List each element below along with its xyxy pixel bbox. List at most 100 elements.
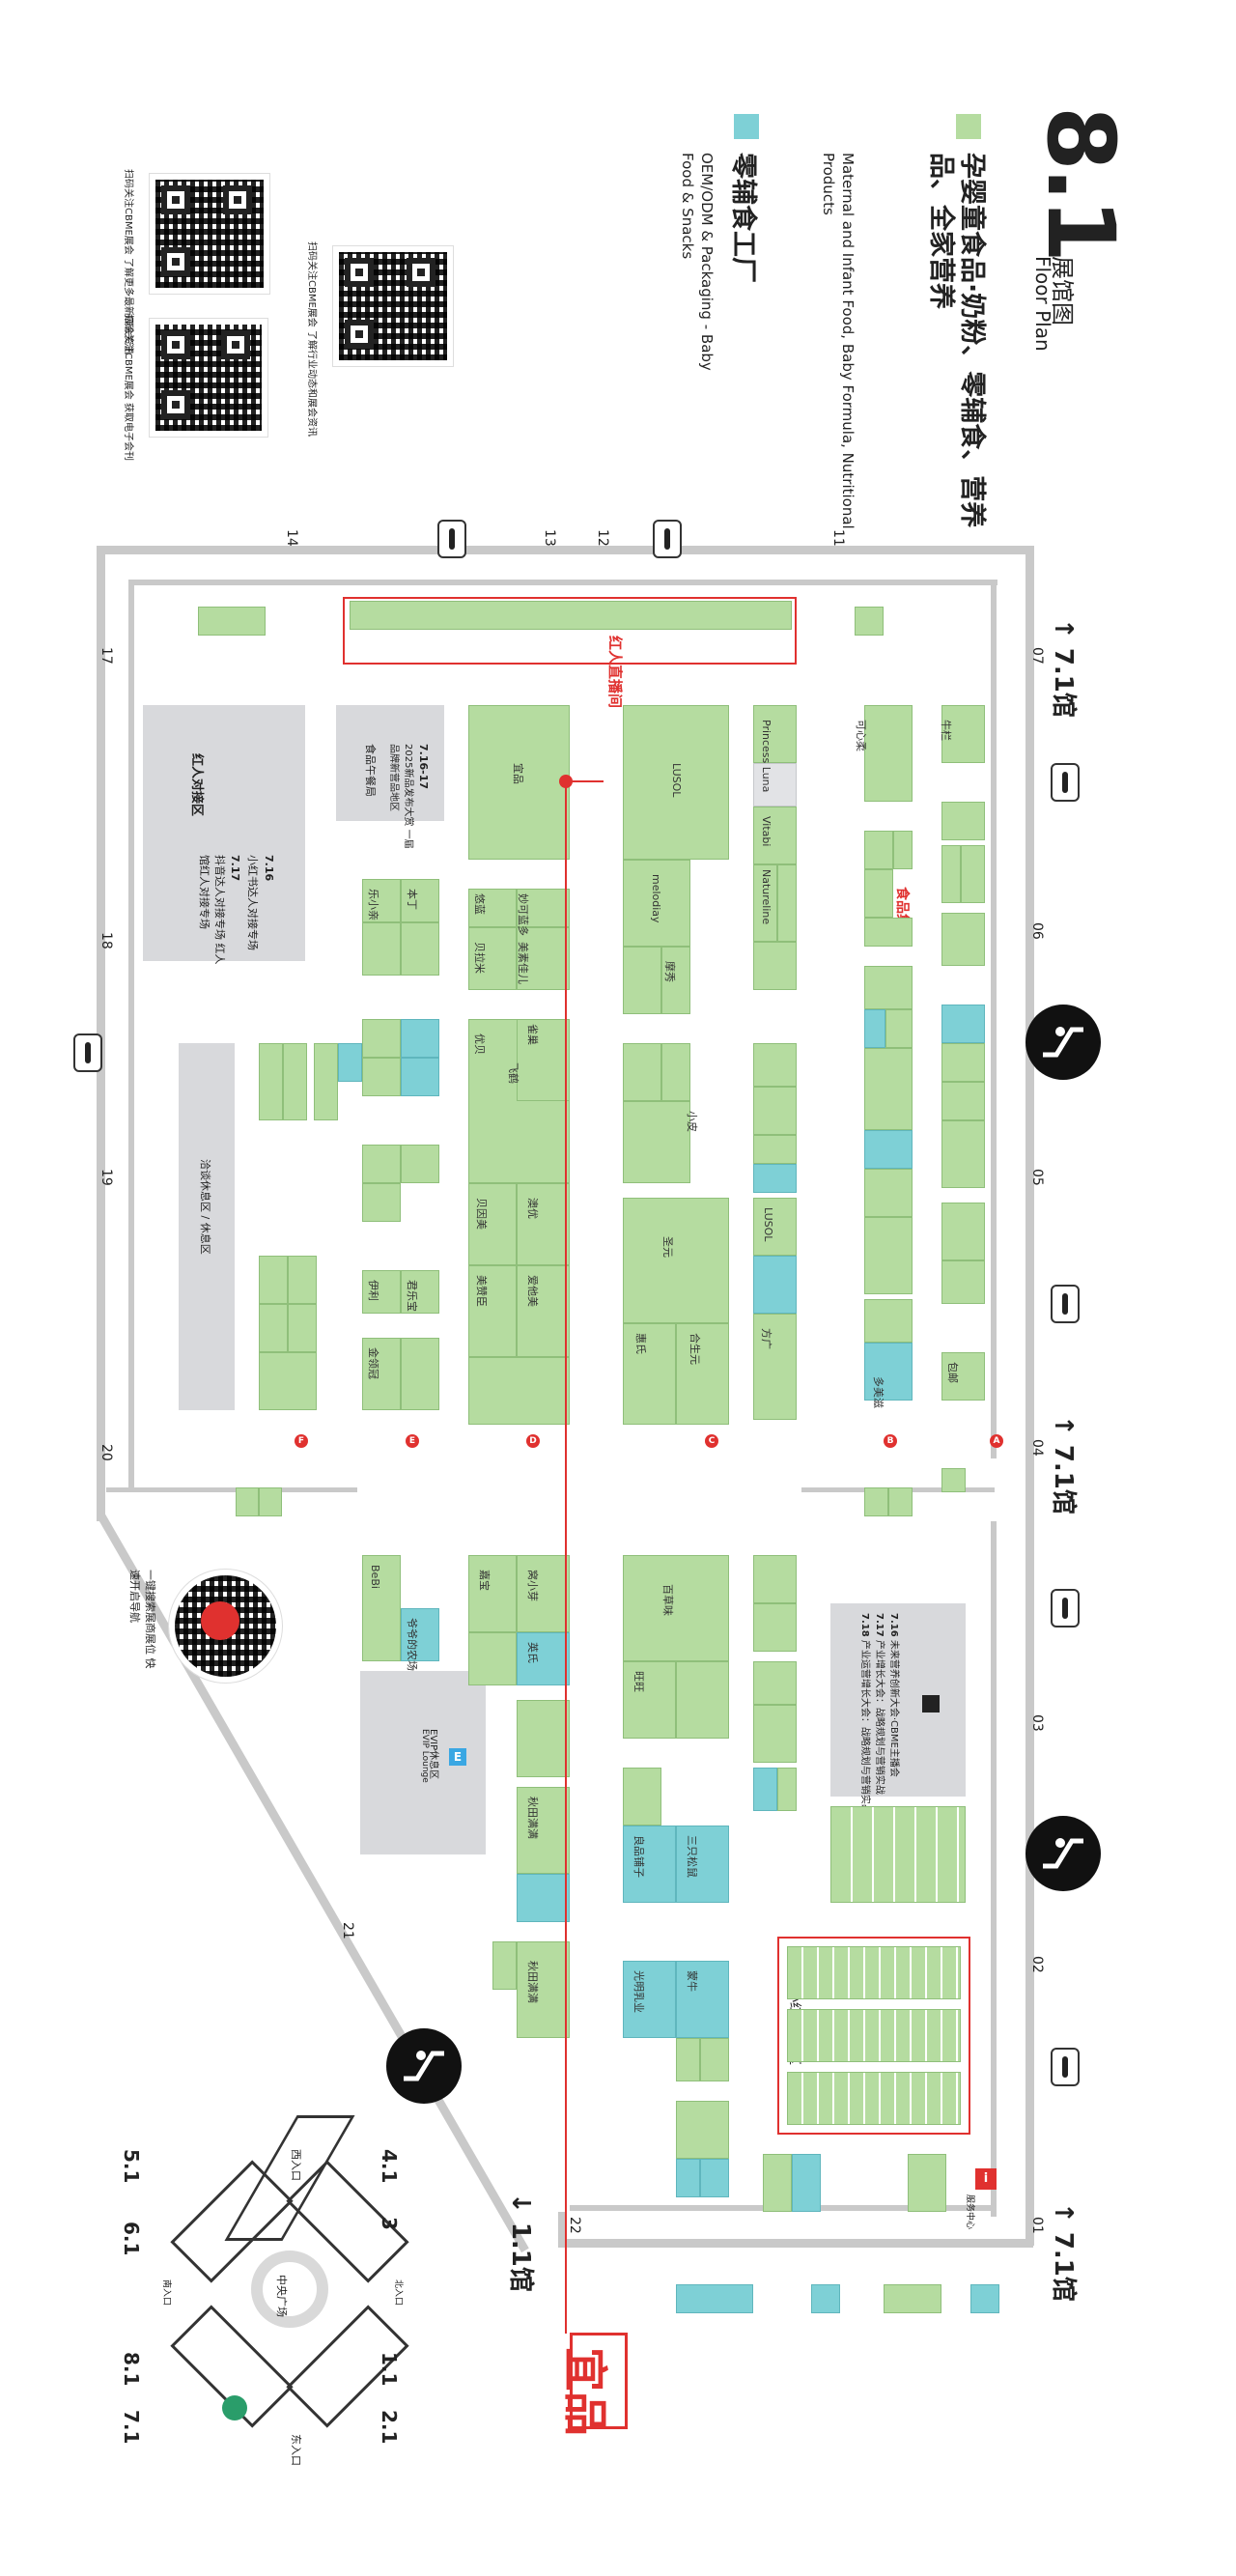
inner-wall-3 [991, 580, 997, 1458]
qr-caption-3: 扫码关注CBME展会 获取电子会刊 [123, 314, 133, 461]
booth-label: 方广 [760, 1328, 772, 1349]
row-label-e: E [406, 1434, 419, 1448]
inner-wall-2 [128, 580, 997, 585]
hall-link-1-1[interactable]: ↓ 1.1馆 [506, 2193, 535, 2292]
legend-green-en: Maternal and Infant Food, Baby Formula, … [820, 153, 857, 529]
row-label-b: B [884, 1434, 897, 1448]
legend-swatch-green [956, 114, 981, 139]
booth-label: 圣元 [661, 1236, 674, 1258]
gate-05: 05 [1029, 1169, 1045, 1186]
live-room-label: 红人直播间 [606, 636, 624, 709]
booth-label: 窝小芽 [526, 1570, 539, 1601]
nav-app-badge [201, 1601, 239, 1640]
influencer-schedule-2: 抖音达人对接专场 红人馆红人对接专场 [198, 855, 226, 965]
booth-label: 伊利 [367, 1280, 379, 1301]
central-square-label: 中央广场 [275, 2275, 288, 2317]
hall-wall-bottom-left [558, 2212, 567, 2247]
qr-caption-4: 一键搜索展商展位 快速开启导航 [128, 1570, 156, 1669]
booth-label: 君乐宝 [406, 1280, 418, 1312]
gate-11: 11 [830, 529, 846, 547]
forum-line-1: 7.16 未来营养创新大会·CBME主播会 [888, 1613, 899, 1777]
gate-01: 01 [1029, 2217, 1045, 2234]
live-room-zone[interactable] [343, 597, 797, 665]
mini-hall-4-1: 4.1 [378, 2149, 401, 2184]
booth-label: 英氏 [526, 1642, 539, 1663]
booth-label: 良品铺子 [632, 1835, 645, 1878]
booth-big-b[interactable] [468, 705, 570, 860]
forum-zone[interactable] [830, 1603, 966, 1797]
booth-label: 合生元 [688, 1333, 701, 1365]
mini-hall-3: 3 [378, 2217, 401, 2230]
booth-label: 可心柔 [855, 720, 867, 751]
escalator-icon [1025, 1005, 1101, 1080]
booth-label: 嘉宝 [478, 1570, 491, 1591]
hall-link-7-1-c[interactable]: ↑ 7.1馆 [1049, 2202, 1078, 2302]
influencer-schedule-1: 小红书达人对接专场 [246, 855, 259, 950]
legend-green-label: 孕婴童食品·奶粉、零辅食、营养品、全家营养 [926, 153, 987, 528]
legend-swatch-teal [734, 114, 759, 139]
hall-wall-top [97, 546, 1033, 554]
toilet-icon [1051, 1589, 1080, 1628]
new-product-zone[interactable] [336, 705, 444, 821]
mini-hall-6-1: 6.1 [120, 2222, 143, 2256]
hall-link-7-1-b[interactable]: ↑ 7.1馆 [1049, 1415, 1078, 1514]
booth-label: Princess Luna [760, 720, 772, 793]
row-label-d: D [526, 1434, 540, 1448]
new-product-label: 2025新品发布大赏 一届品牌新营品地区 [388, 744, 413, 849]
booth-lusol-block[interactable] [623, 705, 729, 860]
influencer-schedule-1-date: 7.16 [263, 855, 275, 882]
booth-label: Vitabi [760, 816, 772, 847]
booth-label: 秋田满满 [526, 1797, 539, 1839]
toilet-icon [1051, 763, 1080, 802]
gate-12: 12 [595, 529, 610, 547]
toilet-icon [73, 1033, 102, 1072]
service-center-icon[interactable]: i [975, 2168, 997, 2190]
booth-label: 牛栏 [940, 720, 952, 741]
brand-logo-text: 宜品 [559, 2347, 611, 2436]
hall-link-7-1-a[interactable]: ↑ 7.1馆 [1049, 618, 1078, 718]
booth-label: 优贝 [473, 1033, 486, 1055]
toilet-icon [1051, 1285, 1080, 1323]
booth-label: 悠蓝 [473, 893, 486, 915]
toilet-icon [437, 520, 466, 558]
booth-label: 贝因美 [475, 1198, 488, 1230]
gate-03: 03 [1029, 1714, 1045, 1732]
inner-wall-1 [128, 580, 134, 1487]
toilet-icon [1051, 2048, 1080, 2086]
mini-hall-7-1: 7.1 [120, 2410, 143, 2445]
xhs-zone[interactable] [777, 1937, 970, 2135]
hall-wall-right [1025, 546, 1034, 2246]
gate-07: 07 [1029, 647, 1045, 665]
booth-label: 百草味 [661, 1584, 674, 1616]
rest-label: 洽谈休息区 / 休息区 [199, 1159, 211, 1255]
service-center-label: 服务中心 [965, 2194, 974, 2230]
booth-label: 多美滋 [872, 1376, 885, 1408]
hall-wall-left [97, 546, 105, 1521]
south-entrance-label: 南入口 [161, 2279, 171, 2307]
booth-label: 光明乳业 [632, 1970, 645, 2013]
west-entrance-label: 西入口 [290, 2149, 302, 2181]
mini-hall-8-1: 8.1 [120, 2352, 143, 2387]
inner-wall-6 [991, 1521, 997, 2217]
east-entrance-label: 东入口 [290, 2434, 302, 2466]
gate-18: 18 [98, 932, 114, 949]
booth-label: 美素佳儿 [517, 942, 529, 984]
booth-melodiay[interactable] [623, 860, 690, 947]
booth-label: 秋田满满 [526, 1961, 539, 2003]
hall-number: 8.1 [1026, 106, 1135, 260]
gate-04: 04 [1029, 1439, 1045, 1457]
gate-02: 02 [1029, 1956, 1045, 1973]
floor-plan-title-en: Floor Plan [1031, 256, 1054, 352]
escalator-icon [1025, 1816, 1101, 1891]
booth-label: 蒙牛 [686, 1970, 698, 1992]
rest-zone[interactable] [179, 1043, 235, 1410]
row-label-c: C [705, 1434, 718, 1448]
gate-17: 17 [98, 647, 114, 665]
new-product-date: 7.16-17 [417, 744, 430, 790]
booth-label: 雀巢 [526, 1024, 539, 1045]
influencer-zone[interactable] [143, 705, 305, 961]
booth-label: 澳优 [526, 1198, 539, 1219]
gate-20: 20 [98, 1444, 114, 1461]
escalator-icon [386, 2028, 462, 2104]
mini-hall-2-1: 2.1 [378, 2410, 401, 2445]
